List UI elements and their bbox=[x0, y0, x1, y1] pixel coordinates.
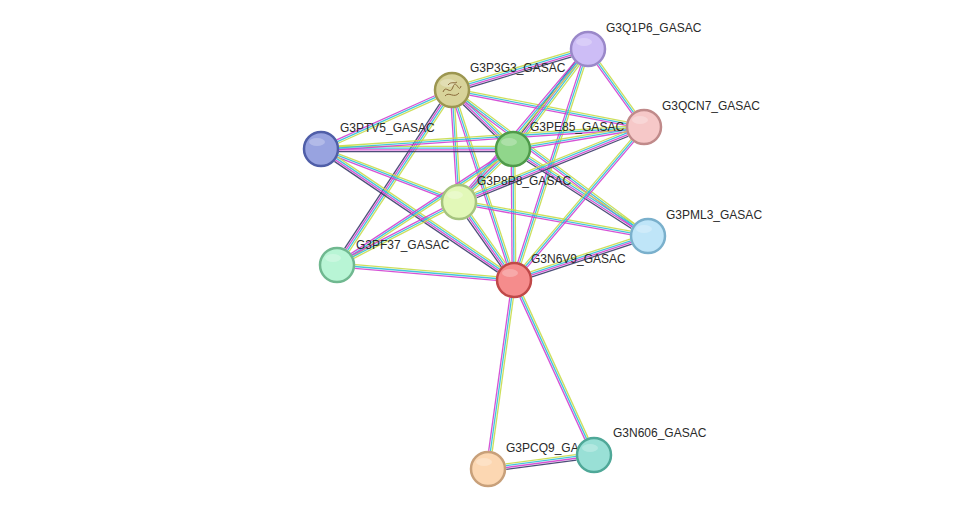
node-label: G3QCN7_GASAC bbox=[662, 99, 760, 113]
node-circle bbox=[630, 218, 666, 254]
protein-node: G3PE85_GASAC bbox=[495, 131, 531, 167]
interaction-edge bbox=[339, 146, 495, 151]
protein-node: G3P8P8_GASAC bbox=[441, 184, 477, 220]
node-circle bbox=[319, 247, 355, 283]
node-circle bbox=[495, 131, 531, 167]
node-label: G3Q1P6_GASAC bbox=[606, 21, 701, 35]
interaction-edge bbox=[475, 131, 629, 197]
node-label: G3P8P8_GASAC bbox=[477, 174, 571, 188]
interaction-edge bbox=[334, 157, 500, 272]
protein-node: G3PF37_GASAC bbox=[319, 247, 355, 283]
node-circle bbox=[441, 184, 477, 220]
node-circle bbox=[303, 131, 339, 167]
interaction-edge bbox=[530, 239, 631, 277]
interaction-edge bbox=[355, 265, 496, 281]
node-circle bbox=[434, 72, 470, 108]
node-label: G3PE85_GASAC bbox=[530, 120, 624, 134]
interaction-edge bbox=[489, 298, 514, 452]
protein-node: G3P3G3_GASAC bbox=[434, 72, 470, 108]
protein-node: G3N606_GASAC bbox=[576, 437, 612, 473]
protein-node: G3PTV5_GASAC bbox=[303, 131, 339, 167]
node-label: G3P3G3_GASAC bbox=[470, 61, 565, 75]
interaction-edge bbox=[468, 52, 571, 88]
node-label: G3PF37_GASAC bbox=[356, 238, 449, 252]
node-label: G3N606_GASAC bbox=[613, 426, 706, 440]
interaction-edge bbox=[467, 215, 506, 267]
interaction-edge bbox=[337, 154, 443, 197]
node-label: G3PML3_GASAC bbox=[666, 208, 762, 222]
protein-node: G3PML3_GASAC bbox=[630, 218, 666, 254]
interaction-edge bbox=[520, 296, 588, 440]
interaction-edge bbox=[463, 101, 502, 139]
node-circle bbox=[576, 437, 612, 473]
protein-node: G3QCN7_GASAC bbox=[626, 109, 662, 145]
protein-node: G3N6V9_GASAC bbox=[496, 262, 532, 298]
protein-node: G3Q1P6_GASAC bbox=[570, 31, 606, 67]
interaction-edge bbox=[597, 63, 635, 114]
node-circle bbox=[570, 31, 606, 67]
node-circle bbox=[626, 109, 662, 145]
interaction-edge bbox=[505, 455, 576, 470]
node-label: G3PTV5_GASAC bbox=[340, 121, 435, 135]
protein-node: G3PCQ9_GASAC bbox=[470, 451, 506, 487]
node-circle bbox=[496, 262, 532, 298]
node-label: G3N6V9_GASAC bbox=[531, 252, 626, 266]
node-circle bbox=[470, 451, 506, 487]
